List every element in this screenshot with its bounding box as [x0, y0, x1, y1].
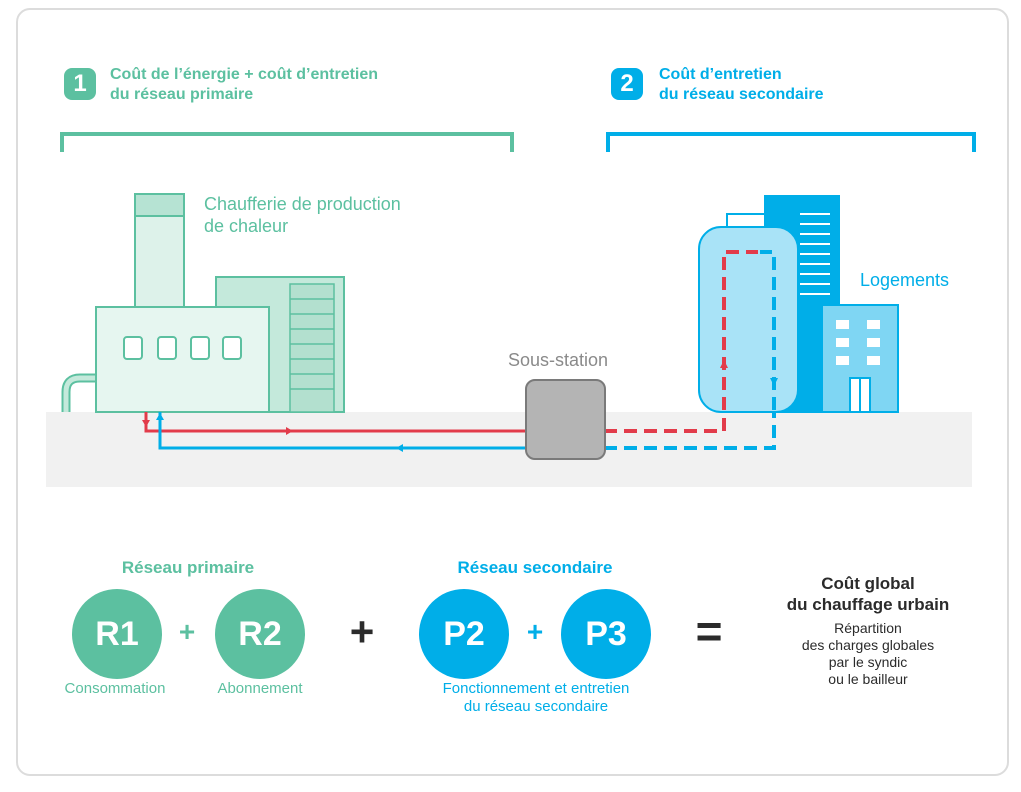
primary-bracket — [60, 132, 514, 152]
secondary-cost-title-line1: Coût d’entretien — [659, 66, 782, 83]
primary-supply-pipe — [142, 412, 528, 435]
total-cost-title-line2: du chauffage urbain — [786, 595, 950, 614]
primary-number-badge: 1 — [64, 68, 96, 100]
housing-label: Logements — [860, 270, 950, 290]
secondary-network-title: Réseau secondaire — [457, 558, 613, 577]
primary-cost-title: Coût de l’énergie + coût d’entretien du … — [110, 65, 378, 105]
boiler-plant-icon — [61, 193, 345, 413]
total-desc-line2: des charges globales — [801, 637, 935, 653]
total-cost-title-line1: Coût global — [821, 574, 915, 593]
primary-plus-sign: + — [178, 616, 196, 647]
substation-label: Sous-station — [508, 350, 609, 370]
boiler-plant-label-line2: de chaleur — [204, 216, 289, 236]
boiler-plant-label: Chaufferie de production de chaleur — [204, 193, 401, 237]
primary-network-title: Réseau primaire — [121, 558, 255, 577]
diagram-frame — [16, 8, 1009, 776]
total-desc-line4: ou le bailleur — [828, 671, 908, 687]
r1-caption: Consommation — [64, 680, 166, 697]
secondary-number-badge: 2 — [611, 68, 643, 100]
housing-buildings-icon — [698, 195, 899, 413]
r1-circle: R1 — [72, 589, 162, 679]
total-desc-line1: Répartition — [834, 620, 902, 636]
total-cost-description: Répartition des charges globales par le … — [748, 620, 988, 688]
secondary-cost-title-line2: du réseau secondaire — [659, 86, 824, 103]
boiler-plant-label-line1: Chaufferie de production — [204, 194, 401, 214]
r2-circle: R2 — [215, 589, 305, 679]
secondary-caption-line2: du réseau secondaire — [463, 698, 609, 715]
secondary-caption: Fonctionnement et entretien du réseau se… — [405, 680, 667, 716]
primary-return-pipe — [156, 412, 528, 452]
primary-cost-title-line2: du réseau primaire — [110, 86, 254, 103]
secondary-caption-line1: Fonctionnement et entretien — [442, 680, 630, 697]
secondary-plus-sign: + — [526, 616, 544, 647]
total-cost-title: Coût global du chauffage urbain — [748, 573, 988, 615]
primary-cost-title-line1: Coût de l’énergie + coût d’entretien — [110, 66, 379, 83]
substation-icon — [525, 379, 606, 460]
r2-caption: Abonnement — [217, 680, 303, 697]
p2-circle: P2 — [419, 589, 509, 679]
network-sum-plus-sign: + — [349, 608, 375, 655]
total-desc-line3: par le syndic — [828, 654, 908, 670]
equals-sign: = — [695, 605, 723, 657]
p3-circle: P3 — [561, 589, 651, 679]
secondary-cost-title: Coût d’entretien du réseau secondaire — [659, 65, 824, 105]
secondary-bracket — [606, 132, 976, 152]
